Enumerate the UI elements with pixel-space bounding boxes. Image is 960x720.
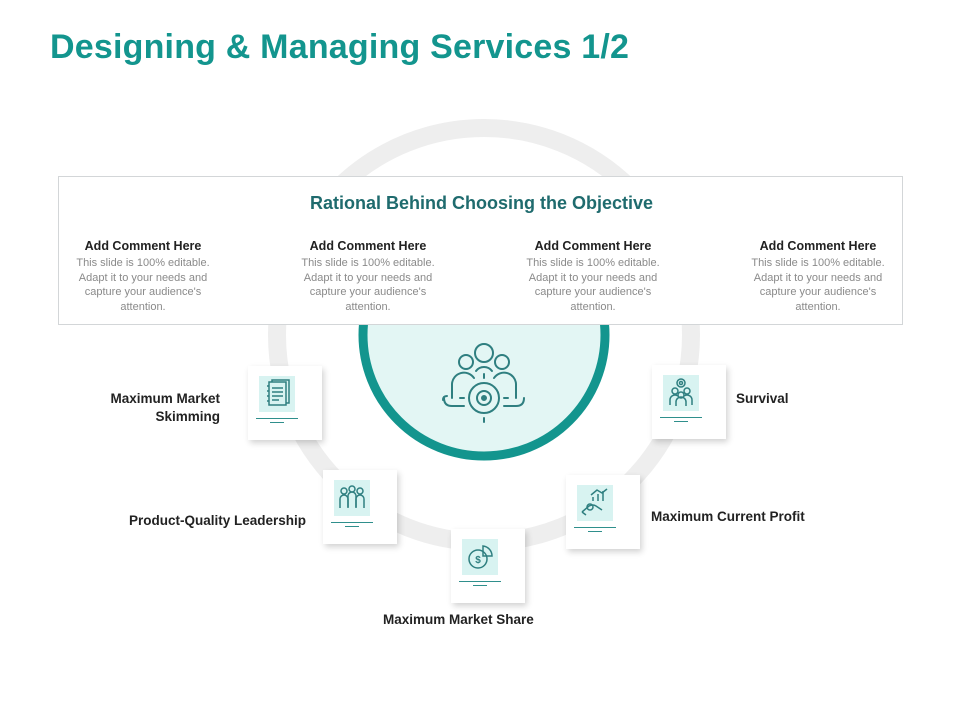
caption-lines	[459, 581, 501, 589]
icon-tile	[577, 485, 613, 521]
objective-card-survival	[652, 365, 726, 439]
icon-tile	[259, 376, 295, 412]
comment-body: This slide is 100% editable. Adapt it to…	[301, 257, 435, 313]
comment-block-3: Add Comment Here This slide is 100% edit…	[513, 239, 673, 314]
comment-body: This slide is 100% editable. Adapt it to…	[751, 257, 885, 313]
document-icon	[267, 379, 290, 406]
icon-tile	[663, 375, 699, 411]
caption-lines	[331, 522, 373, 530]
comment-block-2: Add Comment Here This slide is 100% edit…	[288, 239, 448, 314]
objective-label-market-skimming: Maximum Market Skimming	[110, 391, 220, 424]
objective-card-market-share: $	[451, 529, 525, 603]
caption-lines	[660, 417, 702, 425]
comment-body: This slide is 100% editable. Adapt it to…	[76, 257, 210, 313]
objective-label-current-profit: Maximum Current Profit	[651, 509, 805, 524]
comment-heading: Add Comment Here	[309, 239, 427, 253]
objective-label-survival: Survival	[736, 391, 789, 406]
objective-card-current-profit	[566, 475, 640, 549]
icon-tile	[334, 480, 370, 516]
people-gear-icon	[669, 378, 693, 406]
page-title: Designing & Managing Services 1/2	[50, 28, 630, 66]
caption-lines	[574, 527, 616, 535]
comment-heading: Add Comment Here	[759, 239, 877, 253]
objective-label-quality-leadership: Product-Quality Leadership	[128, 513, 306, 528]
objective-panel: Rational Behind Choosing the Objective A…	[58, 176, 903, 325]
objective-label-market-share: Maximum Market Share	[383, 612, 534, 627]
icon-tile: $	[462, 539, 498, 575]
team-icon	[339, 485, 365, 508]
pie-chart-dollar-icon: $	[468, 545, 493, 569]
svg-text:$: $	[475, 555, 481, 566]
comment-block-1: Add Comment Here This slide is 100% edit…	[63, 239, 223, 314]
comment-block-4: Add Comment Here This slide is 100% edit…	[738, 239, 898, 314]
objective-card-market-skimming	[248, 366, 322, 440]
comment-body: This slide is 100% editable. Adapt it to…	[526, 257, 660, 313]
objective-card-quality-leadership	[323, 470, 397, 544]
comment-heading: Add Comment Here	[534, 239, 652, 253]
target-audience-icon	[442, 343, 525, 423]
caption-lines	[256, 418, 298, 426]
panel-title: Rational Behind Choosing the Objective	[309, 193, 654, 213]
comment-heading: Add Comment Here	[84, 239, 202, 253]
hand-growth-icon	[581, 488, 608, 516]
